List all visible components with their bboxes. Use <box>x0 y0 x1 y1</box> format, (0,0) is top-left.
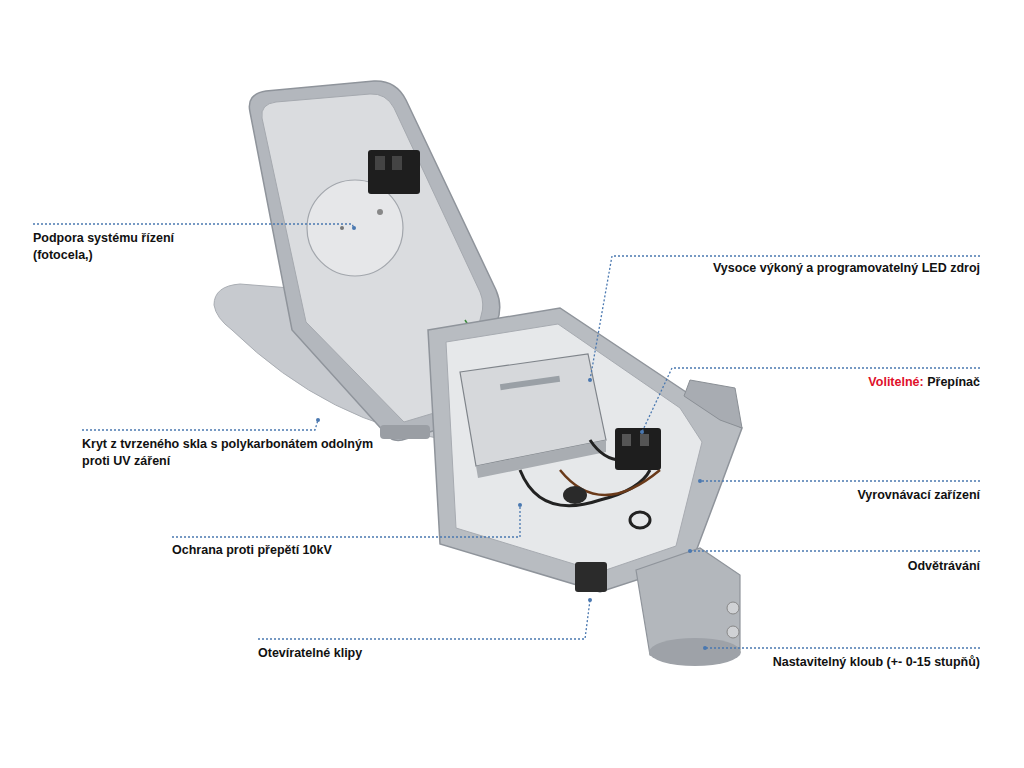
callout-text: Podpora systému řízení (fotocela,) <box>33 231 174 262</box>
callout-text: Vyrovnávací zařízení <box>857 488 980 502</box>
callout-label: Podpora systému řízení (fotocela,) <box>33 230 213 264</box>
callout-text: Přepínač <box>927 375 980 389</box>
callout-label: Vyrovnávací zařízení <box>857 487 980 504</box>
callout-label: Otevíratelné klipy <box>258 645 362 662</box>
callout-text: Vysoce výkoný a programovatelný LED zdro… <box>713 261 980 275</box>
callout-label: Odvětrávání <box>908 558 980 575</box>
callout-label: Nastavitelný kloub (+- 0-15 stupňů) <box>773 654 980 671</box>
optional-tag: Volitelné: <box>868 375 923 389</box>
callout-text: Nastavitelný kloub (+- 0-15 stupňů) <box>773 655 980 669</box>
callout-label: Ochrana proti přepětí 10kV <box>172 542 332 559</box>
callout-label: Volitelné: Přepínač <box>868 374 980 391</box>
callout-text: Otevíratelné klipy <box>258 646 362 660</box>
callout-text: Odvětrávání <box>908 559 980 573</box>
callout-label: Vysoce výkoný a programovatelný LED zdro… <box>713 260 980 277</box>
callout-text: Kryt z tvrzeného skla s polykarbonátem o… <box>82 437 373 468</box>
callout-text: Ochrana proti přepětí 10kV <box>172 543 332 557</box>
callout-label: Kryt z tvrzeného skla s polykarbonátem o… <box>82 436 374 470</box>
